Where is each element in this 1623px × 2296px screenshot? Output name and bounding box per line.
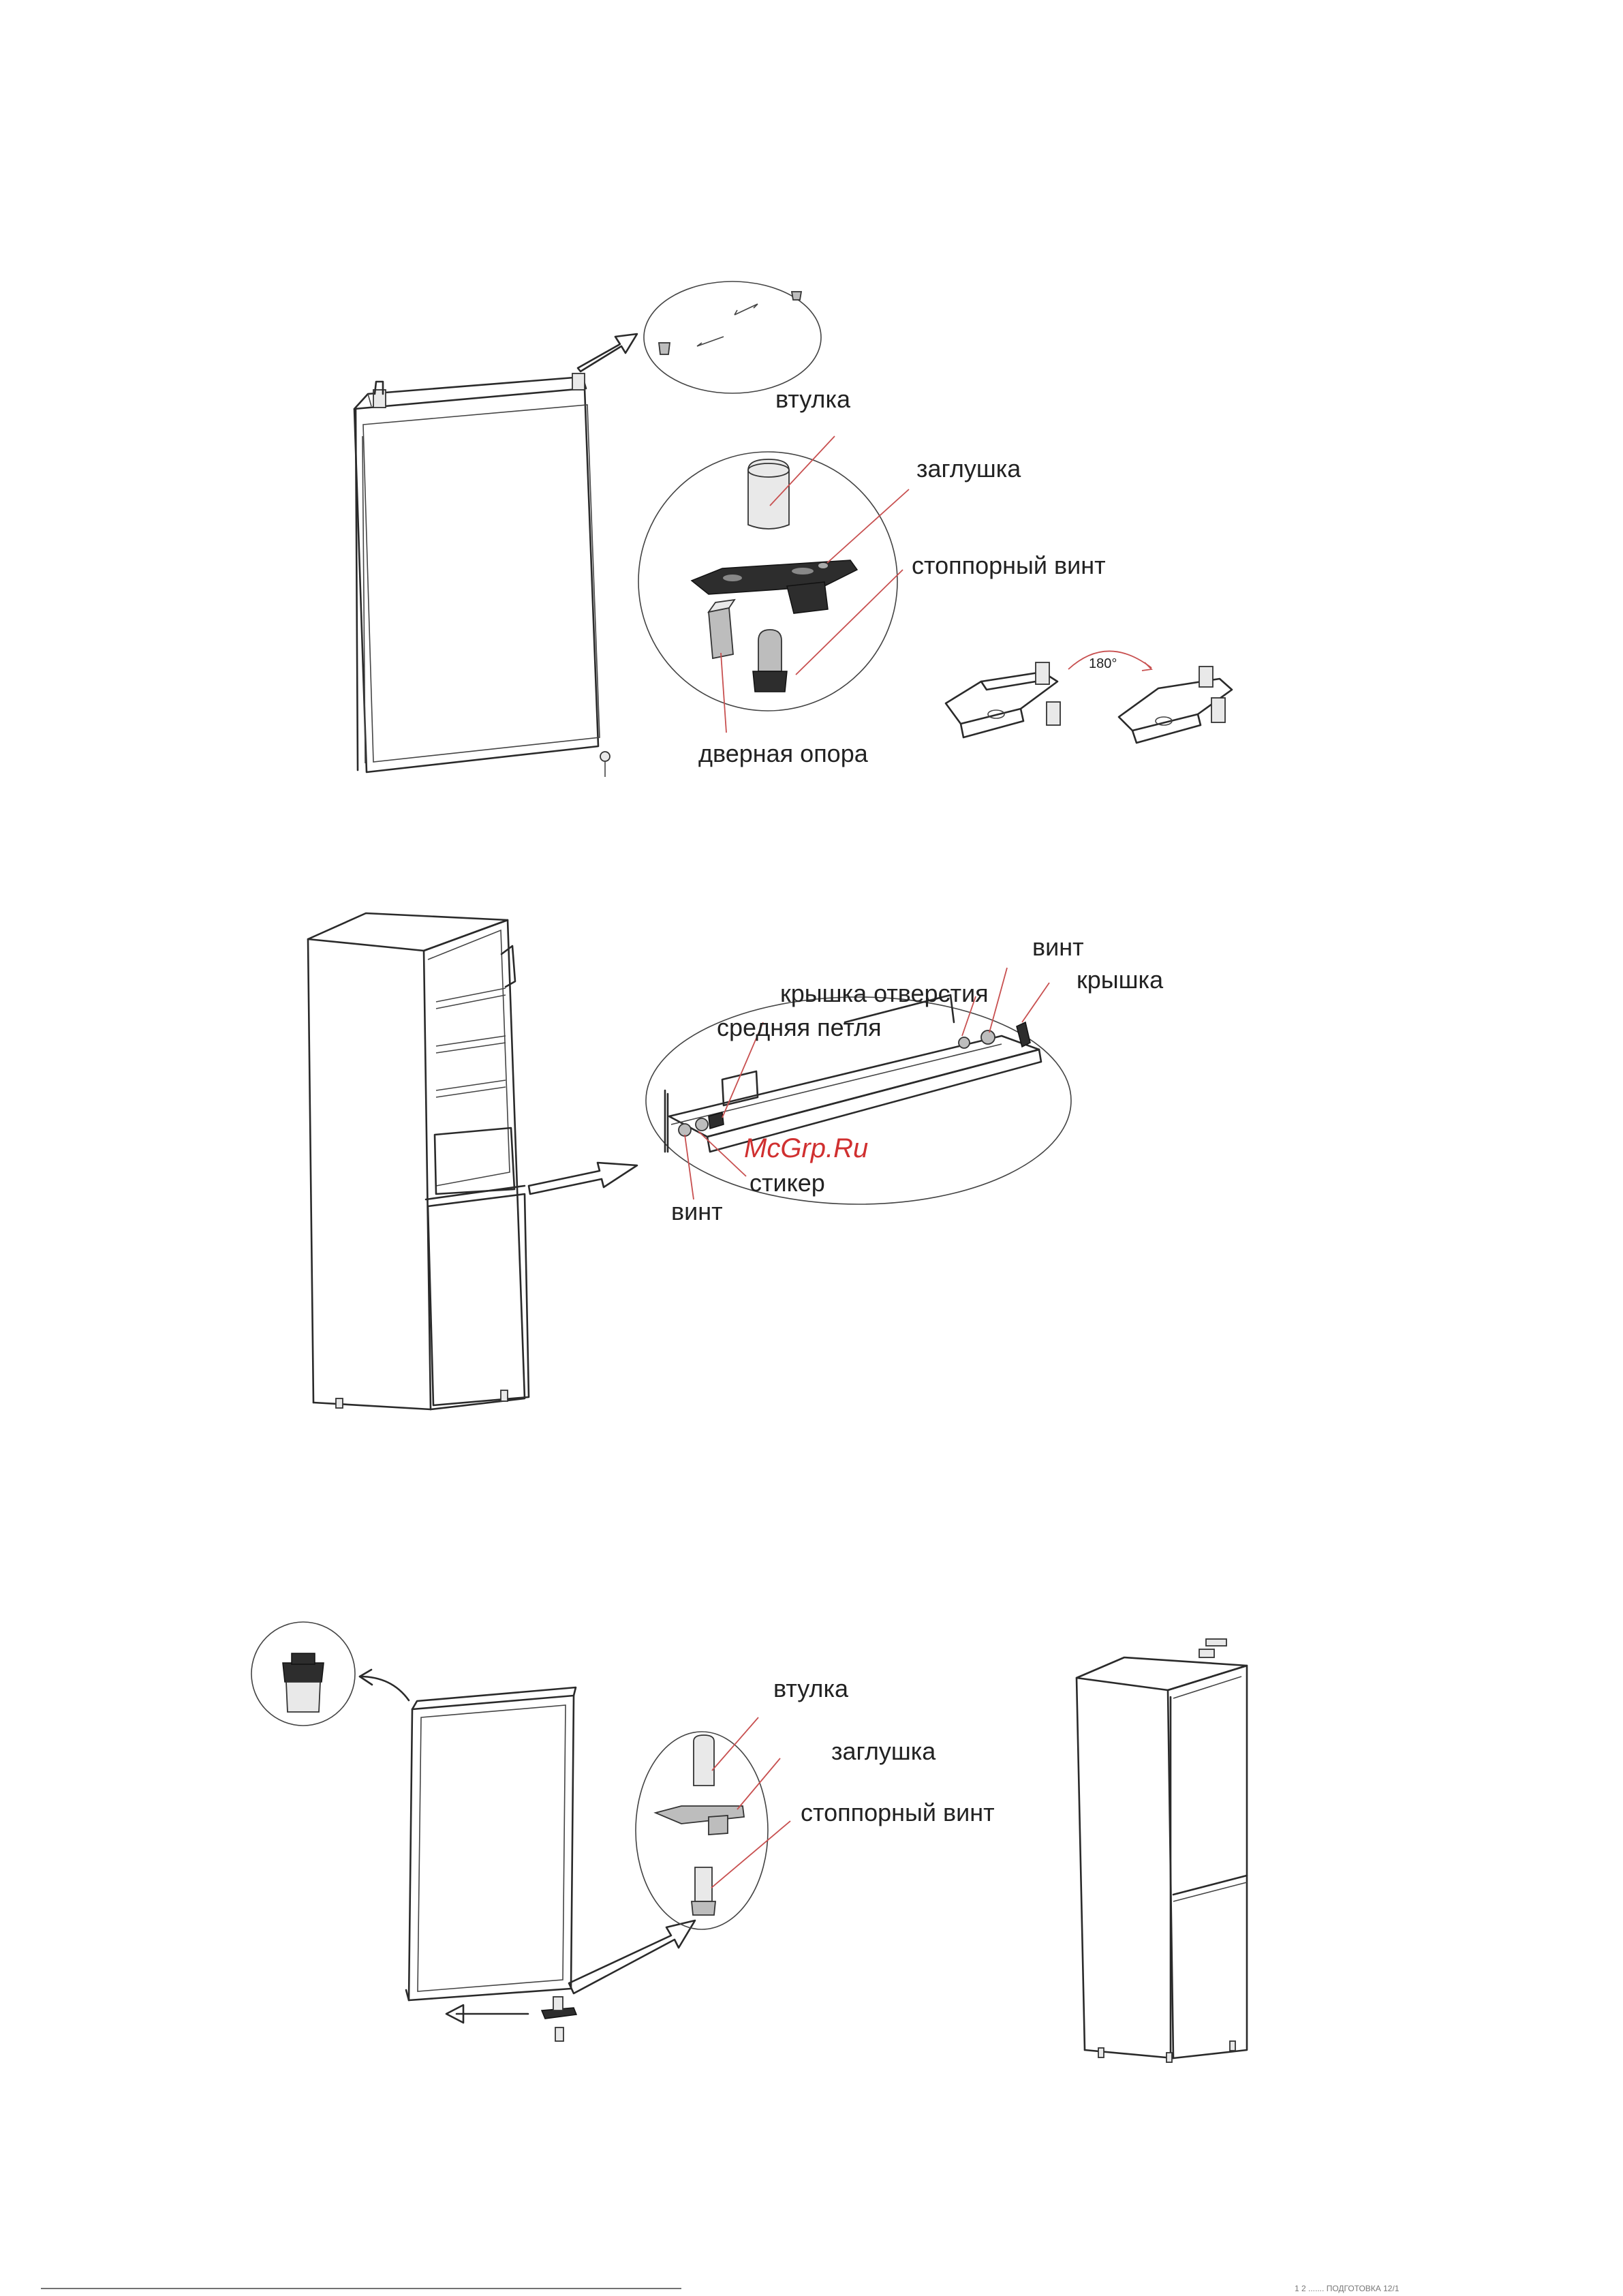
fridge-open-door (308, 913, 529, 1409)
plug-label-1: заглушка (916, 455, 1021, 483)
footer-text: 1 2 ....... ПОДГОТОВКА 12/1 (1295, 2284, 1400, 2293)
arrow-to-parts-circle (569, 1920, 695, 1993)
figure-3-reassembly: втулка заглушка стоппорный винт (251, 1622, 1247, 2062)
sticker-label: стикер (749, 1169, 825, 1197)
top-detail-ellipse (644, 281, 821, 393)
stop-screw-label-3: стоппорный винт (801, 1798, 995, 1826)
watermark: McGrp.Ru (744, 1133, 868, 1163)
figure-2-middle-hinge: винт крышка крышка отверстия средняя пет… (308, 913, 1164, 1409)
door-support-label-1: дверная опора (698, 739, 869, 767)
bottom-hinge-parts (446, 1997, 576, 2041)
screw-bottom-label: винт (671, 1197, 723, 1225)
bushing-part (748, 459, 789, 529)
stop-screw-part (753, 630, 787, 692)
footer: 1 2 ....... ПОДГОТОВКА 12/1 (41, 2284, 1400, 2293)
lower-parts-circle (636, 1717, 790, 1929)
middle-hinge-label: средняя петля (717, 1013, 882, 1041)
arrow-to-hinge-detail (529, 1163, 637, 1194)
bushing-zoom-circle (251, 1622, 409, 1726)
door-support-part (709, 600, 735, 658)
cover-label: крышка (1077, 966, 1164, 994)
arrow-to-top-detail (578, 334, 637, 371)
hinge-parts-circle (638, 436, 909, 733)
plug-label-3: заглушка (831, 1737, 936, 1765)
screw-top-label: винт (1032, 933, 1084, 961)
hinge-rotation-diagram: 180° (946, 651, 1232, 743)
upper-door-panel (354, 373, 610, 777)
bushing-label-1: втулка (775, 385, 851, 413)
rotation-label: 180° (1089, 656, 1117, 671)
figure-1-upper-door-hinge: втулка заглушка стоппорный винт дверная … (354, 281, 1232, 777)
stop-screw-label-1: стоппорный винт (912, 551, 1106, 579)
bushing-label-3: втулка (773, 1674, 849, 1702)
assembled-fridge (1077, 1639, 1247, 2062)
hole-cover-label: крышка отверстия (780, 979, 989, 1007)
lower-door-panel (406, 1687, 576, 2000)
